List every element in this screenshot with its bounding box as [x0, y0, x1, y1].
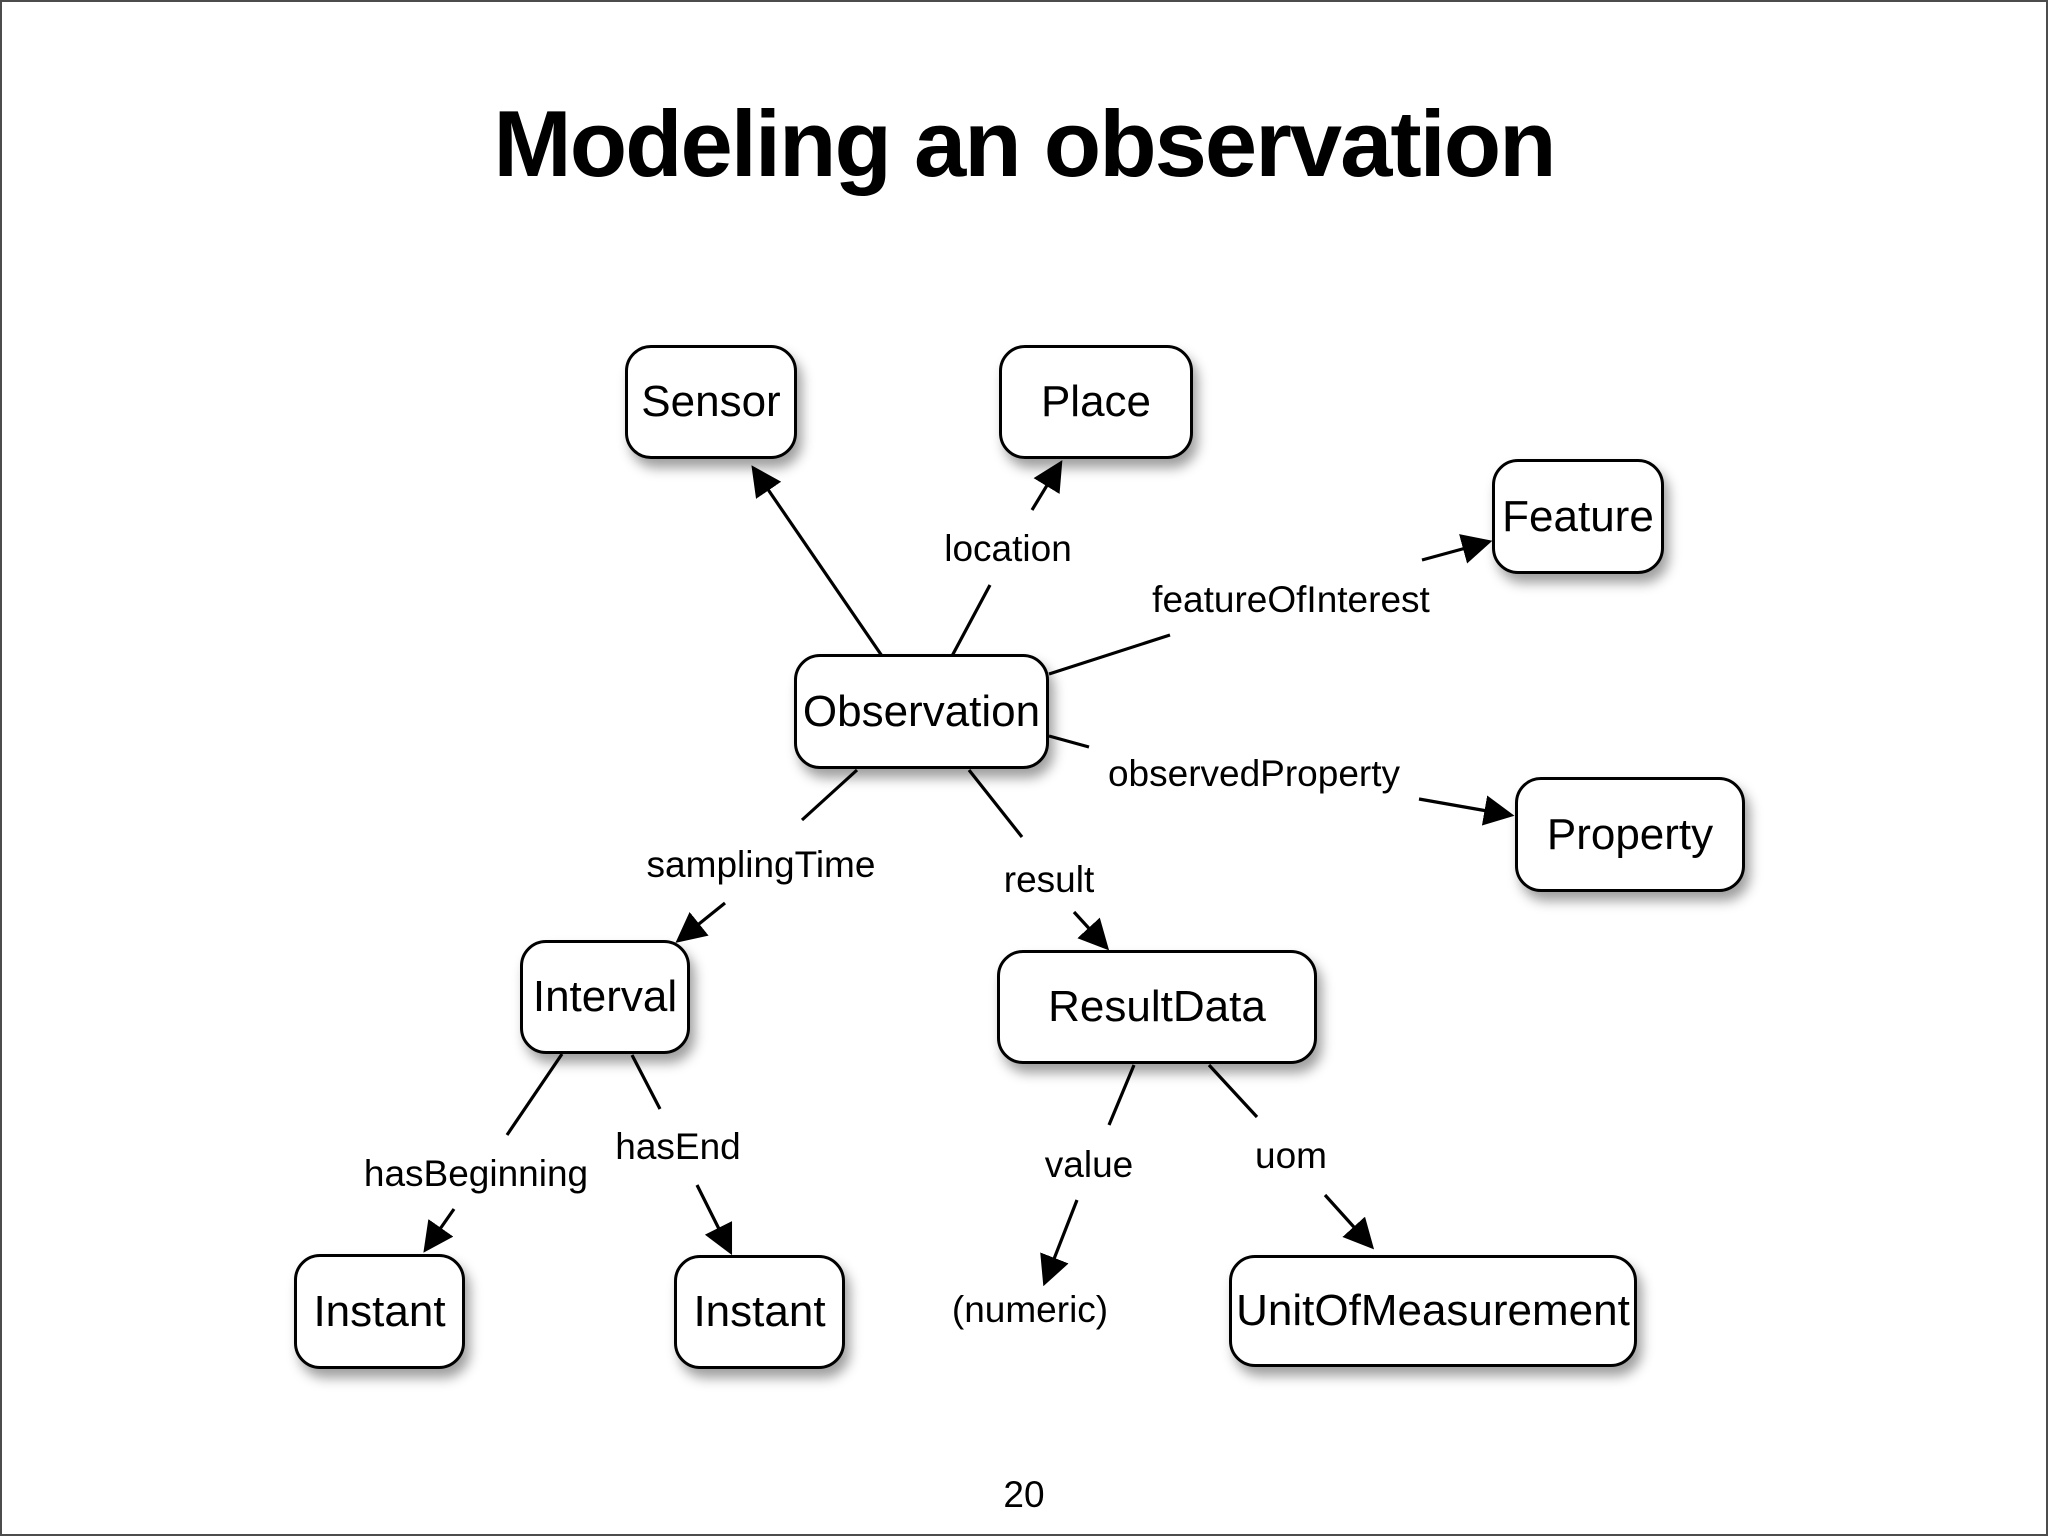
node-instant-begin: Instant — [294, 1254, 465, 1369]
node-observation: Observation — [794, 654, 1049, 769]
connector-line — [1107, 1064, 1136, 1126]
edge-label-hasEnd: hasEnd — [615, 1126, 741, 1167]
connector-arrow — [1421, 534, 1493, 564]
edge-label-uom: uom — [1255, 1135, 1327, 1176]
connector-arrow — [695, 1184, 733, 1256]
node-label-resultdata: ResultData — [1048, 982, 1266, 1031]
node-label-feature: Feature — [1502, 491, 1654, 541]
edge-label-featureOfInterest: featureOfInterest — [1152, 579, 1430, 620]
node-label-unitofmeasurement: UnitOfMeasurement — [1236, 1286, 1630, 1335]
connector-arrow — [423, 1208, 456, 1253]
node-label-property: Property — [1546, 809, 1714, 859]
connector-line — [630, 1054, 662, 1110]
connector-line — [950, 584, 992, 657]
node-sensor: Sensor — [625, 345, 797, 459]
connector-arrow — [1072, 910, 1110, 951]
node-label-place: Place — [1040, 377, 1152, 426]
connector-arrow — [1030, 460, 1063, 511]
edge-label-hasBeginning: hasBeginning — [363, 1153, 589, 1194]
node-label-instant-begin: Instant — [313, 1286, 446, 1336]
node-label-observation: Observation — [802, 686, 1041, 736]
edge-label-observedProperty: observedProperty — [1107, 753, 1401, 794]
node-resultdata: ResultData — [997, 950, 1317, 1064]
connector-arrow — [1323, 1193, 1375, 1250]
connector-line — [505, 1053, 564, 1136]
connector-line — [1048, 633, 1171, 676]
connector-arrow — [1418, 795, 1515, 826]
node-label-sensor: Sensor — [641, 377, 781, 426]
node-label-interval: Interval — [532, 972, 678, 1021]
connector-line — [967, 769, 1024, 838]
connector-arrow — [751, 465, 884, 657]
connector-line — [1048, 734, 1090, 749]
slide-title: Modeling an observation — [493, 91, 1556, 196]
edge-label-value: value — [1044, 1144, 1134, 1185]
node-feature: Feature — [1492, 459, 1664, 574]
edge-label-result: result — [1003, 859, 1095, 900]
edge-label-numeric-literal: (numeric) — [951, 1289, 1109, 1330]
node-unitofmeasurement: UnitOfMeasurement — [1229, 1255, 1637, 1367]
node-interval: Interval — [520, 940, 690, 1054]
connector-line — [1207, 1063, 1259, 1119]
connector-arrow — [1040, 1199, 1079, 1287]
connector-arrow — [675, 901, 727, 943]
node-instant-end: Instant — [674, 1255, 845, 1369]
node-place: Place — [999, 345, 1193, 459]
node-property: Property — [1515, 777, 1745, 892]
node-label-instant-end: Instant — [693, 1287, 826, 1336]
edge-label-samplingTime: samplingTime — [646, 844, 876, 885]
page-number: 20 — [1003, 1474, 1045, 1515]
connector-line — [800, 768, 859, 822]
edge-label-location: location — [944, 528, 1072, 569]
